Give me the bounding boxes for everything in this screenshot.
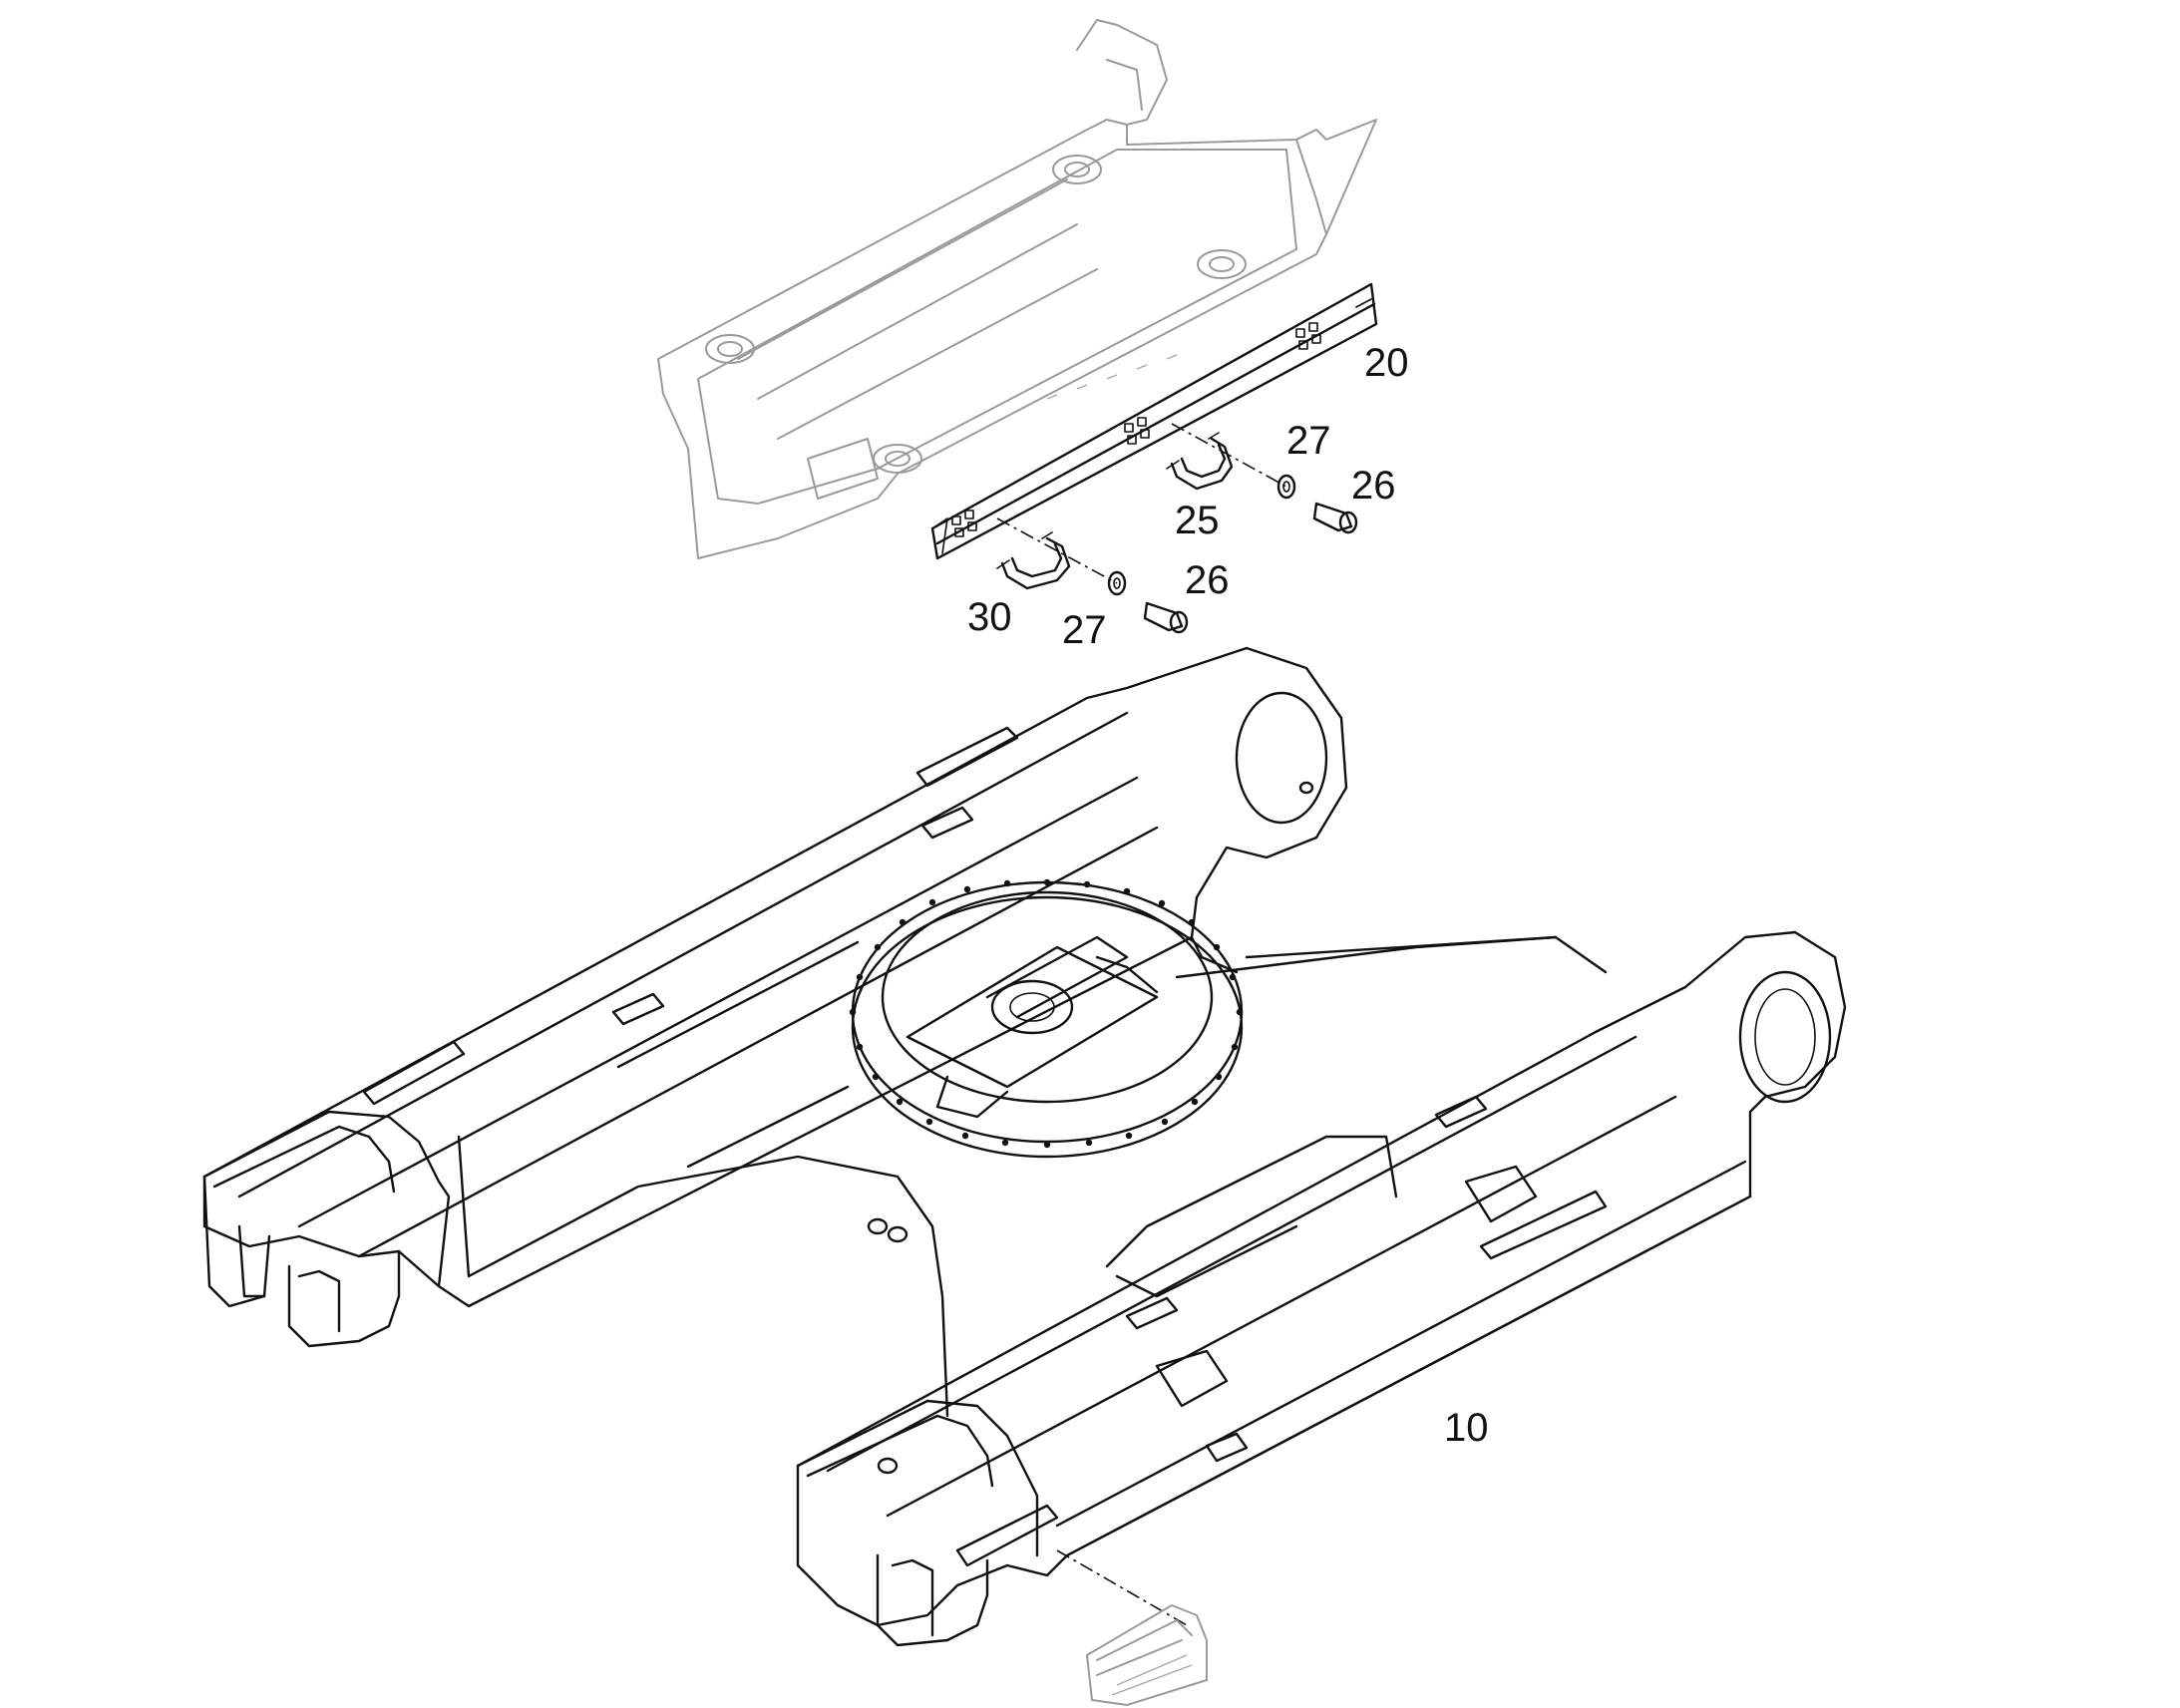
upper-frame-ghost [657,19,1377,559]
callout-10: 10 [1444,1406,1489,1450]
callout-26-upper: 26 [1351,464,1396,508]
callout-leaders [1355,298,1372,308]
callout-26-lower: 26 [1185,558,1230,602]
washer-bolt-lower [996,517,1189,634]
callout-25: 25 [1175,499,1220,542]
undercarriage-frame-10 [202,646,1847,1647]
guard-strip-20 [930,282,1378,560]
handle-25 [1166,432,1234,491]
callout-27-upper: 27 [1286,419,1331,463]
washer-bolt-upper [1171,423,1358,534]
callout-20: 20 [1364,341,1409,385]
handle-30 [996,531,1071,590]
step-ghost [1086,1604,1208,1706]
callout-30: 30 [967,595,1012,639]
ring-bolt-holes [849,878,1244,1149]
callout-27-lower: 27 [1062,608,1107,652]
